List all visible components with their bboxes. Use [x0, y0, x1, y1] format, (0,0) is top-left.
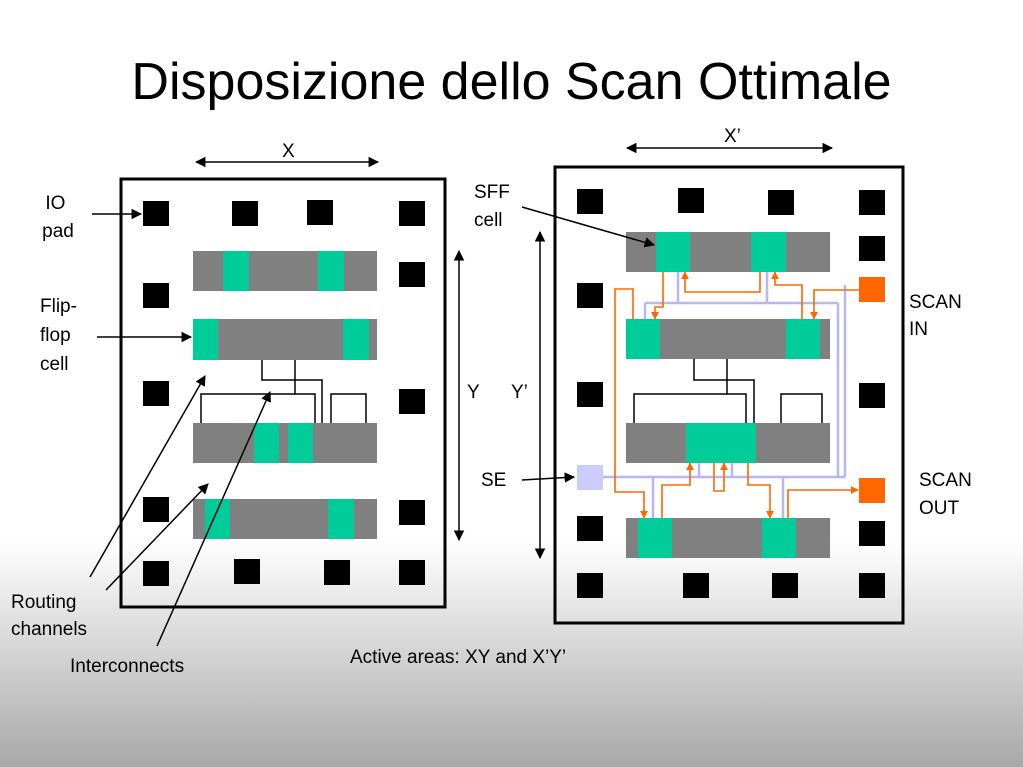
callout-arrows	[89, 206, 656, 647]
sff-cell-label: SFF cell	[474, 182, 515, 231]
right-chip-frame	[553, 165, 905, 625]
se-wires	[603, 272, 847, 519]
interconnects-label: Interconnects	[70, 656, 184, 677]
left-layout	[119, 177, 447, 609]
y-label: Y	[467, 382, 480, 403]
left-io-pads	[143, 200, 425, 586]
left-interconnects	[200, 360, 367, 423]
io-pad-label: IO pad	[42, 193, 74, 242]
io-pad	[772, 573, 798, 598]
active-areas-note: Active areas: XY and X’Y’	[350, 647, 566, 668]
scan-in-pad	[859, 277, 885, 302]
io-pad	[768, 190, 794, 215]
dimension-arrows	[194, 142, 834, 560]
flip-flop-cell	[193, 319, 218, 360]
sff-cell	[762, 518, 796, 558]
scan-out-label: SCAN OUT	[919, 470, 977, 519]
io-pad	[577, 573, 603, 598]
io-pad	[577, 516, 603, 541]
io-pad	[399, 262, 425, 287]
scan-in-label: SCAN IN	[909, 292, 967, 340]
io-pad	[143, 283, 169, 308]
scan-chain-wires	[614, 271, 859, 519]
flip-flop-cell	[205, 499, 230, 539]
io-pad	[307, 200, 333, 225]
io-pad	[859, 190, 885, 215]
io-pad	[577, 382, 603, 407]
io-pad	[143, 497, 169, 522]
sff-cell	[626, 319, 660, 359]
se-pad	[577, 465, 603, 490]
io-pad	[859, 236, 885, 261]
io-pad	[683, 573, 709, 598]
io-pad	[678, 188, 704, 213]
io-pad	[143, 201, 169, 226]
io-pad	[399, 389, 425, 414]
flip-flop-cell	[223, 251, 249, 291]
cell-row	[193, 251, 377, 291]
right-interconnects	[633, 359, 823, 423]
sff-cell	[786, 319, 820, 359]
flip-flop-cell	[318, 251, 344, 291]
sff-cell	[686, 423, 721, 463]
x-prime-label: X’	[724, 126, 741, 147]
io-pad	[859, 383, 885, 408]
io-pad	[143, 381, 169, 406]
y-prime-label: Y’	[511, 382, 528, 403]
se-label: SE	[481, 470, 506, 491]
io-pad	[324, 560, 350, 585]
io-pad	[399, 201, 425, 226]
io-pad	[577, 189, 603, 214]
sff-cell	[656, 232, 690, 272]
right-layout	[553, 165, 905, 625]
sff-cell	[721, 423, 756, 463]
io-pad	[859, 521, 885, 546]
io-pad	[232, 201, 258, 226]
x-label: X	[282, 141, 295, 162]
io-pad	[859, 573, 885, 598]
flip-flop-label: Flip- flop cell	[40, 296, 82, 375]
left-chip-frame	[119, 177, 447, 609]
io-pad	[143, 561, 169, 586]
routing-channels-label: Routing channels	[11, 592, 87, 640]
slide-title: Disposizione dello Scan Ottimale	[131, 53, 892, 111]
sff-cell	[638, 518, 672, 558]
io-pad	[399, 560, 425, 585]
io-pad	[577, 283, 603, 308]
io-pad	[234, 559, 260, 584]
io-pad	[399, 500, 425, 525]
flip-flop-cell	[343, 319, 369, 360]
flip-flop-cell	[328, 499, 354, 539]
flip-flop-cell	[288, 423, 313, 463]
cell-row	[193, 423, 377, 463]
sff-cell	[751, 232, 786, 272]
flip-flop-cell	[254, 423, 279, 463]
scan-out-pad	[859, 478, 885, 503]
right-io-pads	[577, 188, 885, 598]
